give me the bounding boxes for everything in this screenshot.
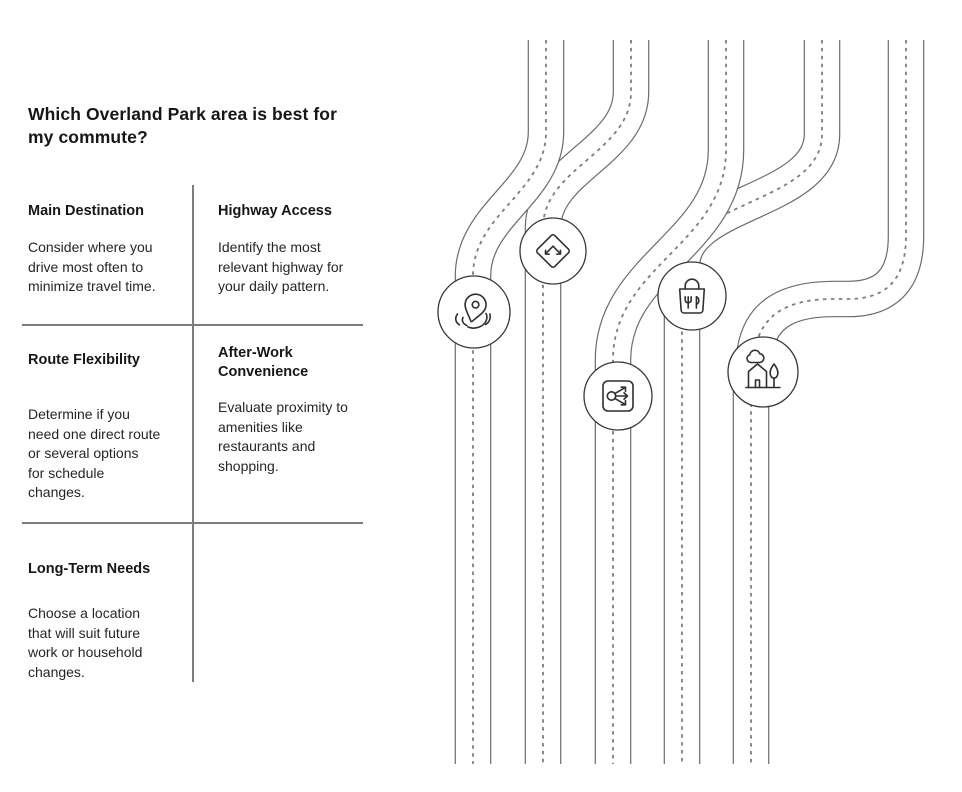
dining-shopping-bag-icon xyxy=(678,278,706,314)
section-title: Route Flexibility xyxy=(28,352,140,368)
road-5 xyxy=(732,40,925,764)
route-split-node xyxy=(583,361,653,431)
road-2 xyxy=(524,40,650,764)
road-1 xyxy=(454,40,565,764)
section-route-flexibility: Route Flexibility Determine if you need … xyxy=(28,351,178,503)
section-long-term-needs: Long-Term Needs Choose a location that w… xyxy=(28,560,178,682)
section-title: Main Destination xyxy=(28,203,145,219)
direction-diamond-node xyxy=(519,217,587,285)
section-body: Determine if you need one direct route o… xyxy=(28,406,161,500)
section-after-work-convenience: After-Work Convenience Evaluate proximit… xyxy=(218,344,364,476)
section-title: After-Work Convenience xyxy=(218,345,309,380)
roads xyxy=(454,40,925,764)
section-body: Consider where you drive most often to m… xyxy=(28,239,156,294)
section-body: Choose a location that will suit future … xyxy=(28,605,143,680)
route-pin-node xyxy=(437,275,511,349)
dining-shopping-bag-node xyxy=(657,261,727,331)
direction-diamond-icon xyxy=(535,233,571,269)
road-3 xyxy=(594,40,745,764)
section-highway-access: Highway Access Identify the most relevan… xyxy=(218,202,368,297)
home-neighborhood-node xyxy=(727,336,799,408)
row-divider-1 xyxy=(22,324,363,326)
section-main-destination: Main Destination Consider where you driv… xyxy=(28,202,178,297)
column-divider xyxy=(192,185,194,682)
section-body: Evaluate proximity to amenities like res… xyxy=(218,399,348,474)
route-pin-icon xyxy=(454,293,491,329)
home-neighborhood-icon xyxy=(745,349,781,389)
page-title: Which Overland Park area is best for my … xyxy=(28,104,337,147)
section-title: Long-Term Needs xyxy=(28,561,151,577)
section-body: Identify the most relevant highway for y… xyxy=(218,239,344,294)
section-title: Highway Access xyxy=(218,203,332,219)
nodes xyxy=(437,217,799,431)
route-split-icon xyxy=(602,380,634,412)
row-divider-2 xyxy=(22,522,363,524)
